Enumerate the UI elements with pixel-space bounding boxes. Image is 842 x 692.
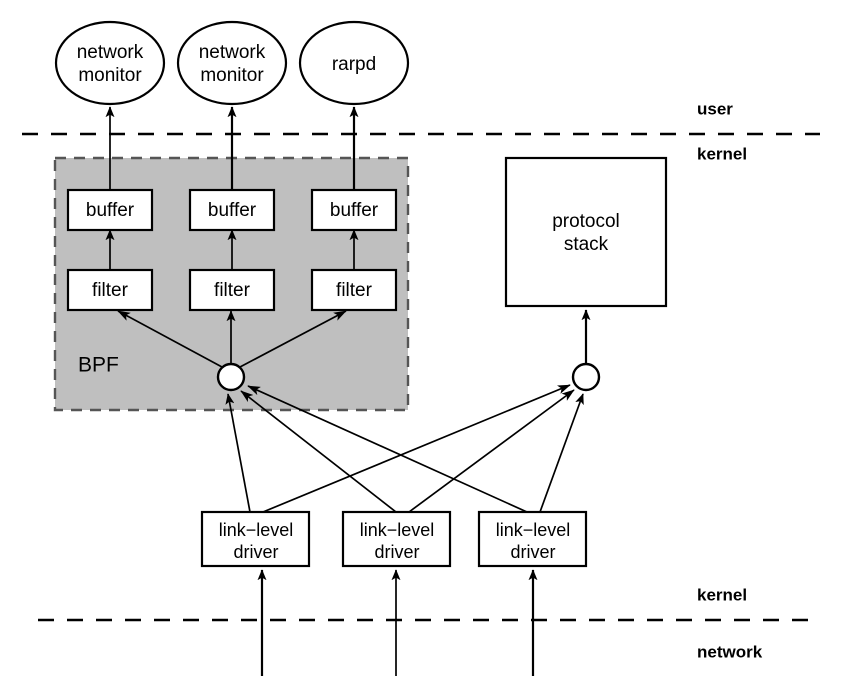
edge-driver3-to-stack-tap [539,393,584,513]
buffer-2-box [188,188,276,232]
app-2-ellipse [176,20,288,106]
edge-driver1-to-stack-tap [262,384,571,513]
buffer-2-label: buffer [208,200,257,221]
filter-node-2[interactable]: filter [188,268,276,312]
filter-1-box [66,268,154,312]
protocol-stack-node[interactable]: protocol stack [504,156,668,308]
driver-1-box [200,510,311,568]
buffer-node-2[interactable]: buffer [188,188,276,232]
driver-3-label-line1: link−level [496,520,571,540]
filter-3-label: filter [336,280,373,301]
boundary-label-network: network [697,642,763,661]
driver-2-box [341,510,452,568]
filter-1-label: filter [92,280,129,301]
app-2-label-line2: monitor [200,65,264,86]
app-1-label-line2: monitor [78,65,142,86]
buffer-3-label: buffer [330,200,379,221]
protocol-stack-label-line2: stack [564,234,609,255]
driver-node-3[interactable]: link−level driver [477,510,588,568]
protocol-stack-box [504,156,668,308]
filter-2-label: filter [214,280,251,301]
bpf-region-label: BPF [78,354,119,377]
buffer-1-box [66,188,154,232]
driver-2-label-line1: link−level [360,520,435,540]
driver-1-label-line1: link−level [219,520,294,540]
filter-2-box [188,268,276,312]
app-1-ellipse [54,20,166,106]
bpf-tap-junction[interactable] [216,362,246,392]
filter-node-1[interactable]: filter [66,268,154,312]
driver-3-box [477,510,588,568]
application-node-3[interactable]: rarpd [298,20,410,106]
boundary-label-user: user [697,99,733,118]
driver-3-label-line2: driver [510,542,555,562]
edge-tap-to-filter3 [239,310,347,368]
buffer-1-label: buffer [86,200,135,221]
edge-driver2-to-stack-tap [408,389,575,513]
edge-driver1-to-bpf-tap [225,393,251,513]
application-node-1[interactable]: network monitor [54,20,166,106]
driver-1-label-line2: driver [233,542,278,562]
app-1-label-line1: network [77,42,144,63]
edge-driver3-to-bpf-tap [247,385,528,513]
edge-driver2-to-bpf-tap [240,390,397,513]
stack-tap-junction[interactable] [571,362,601,392]
buffer-node-3[interactable]: buffer [310,188,398,232]
edge-tap-to-filter1 [117,310,223,368]
app-3-ellipse [298,20,410,106]
boundary-label-kernel-top: kernel [697,144,747,163]
driver-node-1[interactable]: link−level driver [200,510,311,568]
app-3-label-line1: rarpd [332,54,376,75]
application-node-2[interactable]: network monitor [176,20,288,106]
filter-node-3[interactable]: filter [310,268,398,312]
buffer-3-box [310,188,398,232]
boundary-label-kernel-bottom: kernel [697,585,747,604]
driver-node-2[interactable]: link−level driver [341,510,452,568]
driver-2-label-line2: driver [374,542,419,562]
filter-3-box [310,268,398,312]
app-2-label-line1: network [199,42,266,63]
buffer-node-1[interactable]: buffer [66,188,154,232]
protocol-stack-label-line1: protocol [552,211,620,232]
